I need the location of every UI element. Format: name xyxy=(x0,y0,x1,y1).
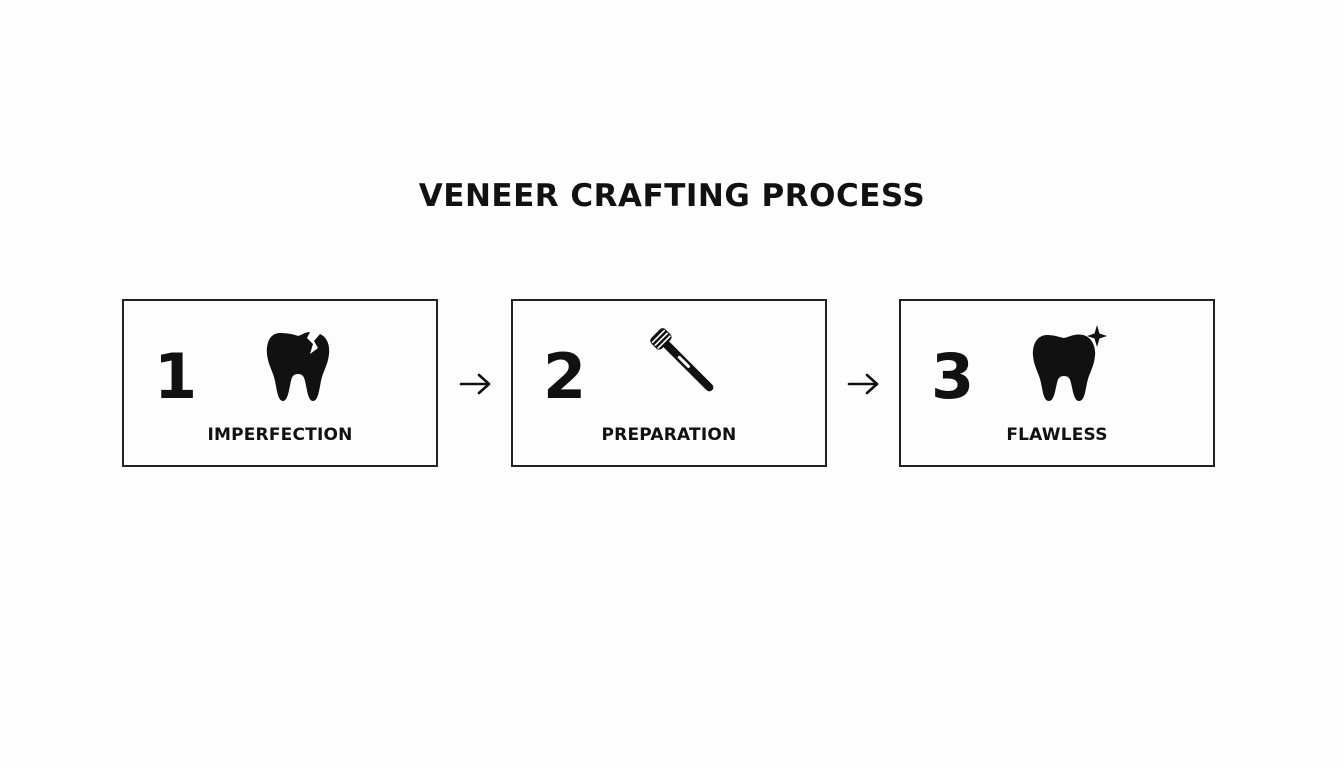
step-number: 1 xyxy=(154,340,198,413)
step-label: IMPERFECTION xyxy=(207,425,353,445)
step-1-card: 1 IMPERFECTION xyxy=(122,299,438,467)
step-2-card: 2 PREPARATION xyxy=(511,299,827,467)
step-3-card: 3 FLAWLESS xyxy=(899,299,1215,467)
arrow-right-icon xyxy=(458,371,494,397)
sparkling-tooth-icon xyxy=(1027,323,1107,405)
arrow-right-icon xyxy=(846,371,882,397)
page-title: VENEER CRAFTING PROCESS xyxy=(418,178,926,214)
step-label: PREPARATION xyxy=(601,425,737,445)
step-number: 3 xyxy=(931,340,975,413)
dental-tool-icon xyxy=(646,323,726,405)
chipped-tooth-icon xyxy=(258,323,338,405)
step-number: 2 xyxy=(543,340,587,413)
step-label: FLAWLESS xyxy=(1006,425,1108,445)
